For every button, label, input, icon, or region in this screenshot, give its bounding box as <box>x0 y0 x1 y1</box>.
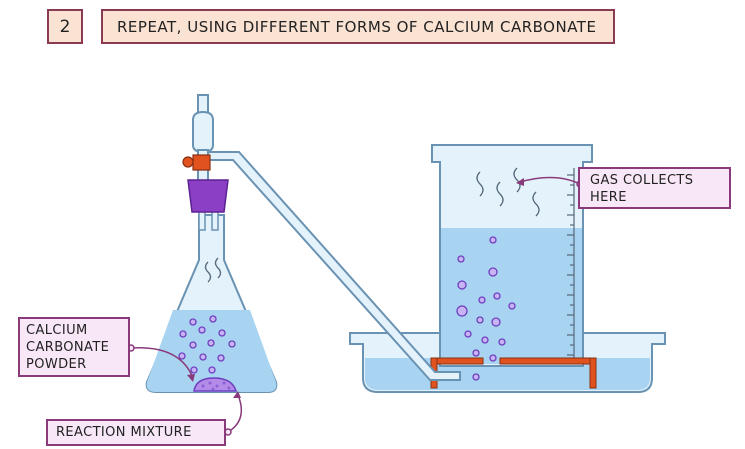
conical-flask <box>145 214 278 393</box>
powder-pointer <box>130 347 194 379</box>
cylinder-scale <box>567 168 575 362</box>
gas-collects-here-label: GAS COLLECTS HERE <box>578 167 731 209</box>
tap <box>182 154 211 171</box>
flask-gas-wisps <box>204 257 222 283</box>
rubber-stopper <box>187 179 229 213</box>
label-line: CALCIUM <box>26 323 88 338</box>
label-line: HERE <box>590 190 627 205</box>
gas-collection-cylinder <box>431 144 593 367</box>
reaction-liquid <box>146 310 277 392</box>
label-line: CARBONATE <box>26 340 110 355</box>
calcium-carbonate-pile <box>193 377 238 392</box>
cylinder-water <box>441 228 582 364</box>
step-title-banner: REPEAT, USING DIFFERENT FORMS OF CALCIUM… <box>101 9 615 44</box>
calcium-carbonate-powder-label: CALCIUM CARBONATE POWDER <box>18 317 130 377</box>
pointer-arrowheads <box>187 178 524 398</box>
delivery-tube <box>205 151 461 381</box>
reaction-mixture-label: REACTION MIXTURE <box>46 419 226 446</box>
label-line: POWDER <box>26 357 87 372</box>
gas-bubbles <box>456 236 516 381</box>
gas-wisps <box>476 167 540 217</box>
label-line: GAS COLLECTS <box>590 173 694 188</box>
step-number-badge: 2 <box>47 9 83 44</box>
flask-bubbles <box>178 315 236 374</box>
gas-pointer <box>519 176 581 185</box>
reaction-pointer <box>227 394 243 433</box>
